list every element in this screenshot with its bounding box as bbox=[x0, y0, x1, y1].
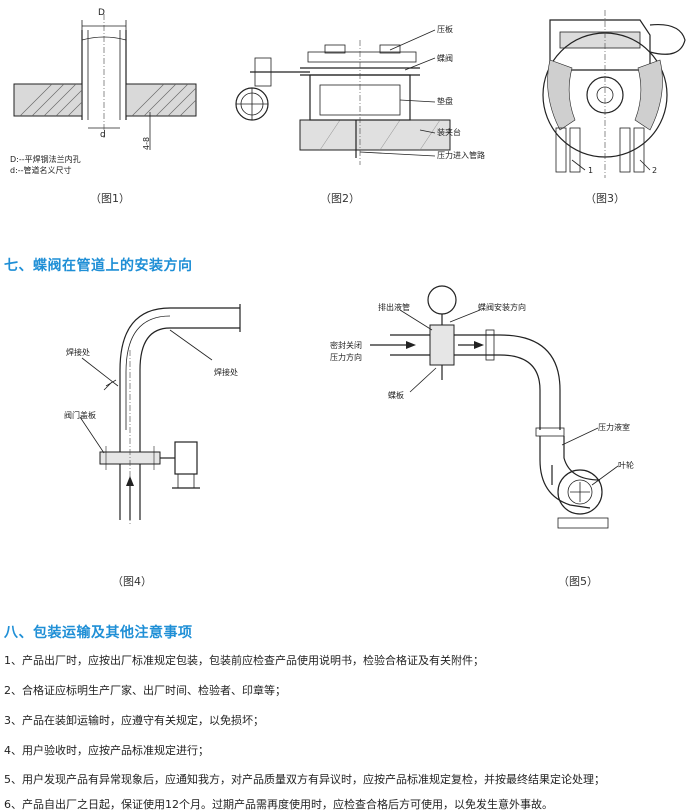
figure-4-caption: （图4） bbox=[112, 575, 152, 588]
fig3-num-2: 2 bbox=[652, 166, 658, 175]
fig4-label-weld-left: 焊接处 bbox=[66, 348, 90, 357]
fig2-label-plate: 压板 bbox=[437, 25, 453, 34]
figure-3-caption: （图3） bbox=[585, 192, 625, 205]
section-8-item-1: 1、产品出厂时，应按出厂标准规定包装，包装前应检查产品使用说明书，检验合格证及有… bbox=[4, 654, 484, 667]
section-8-item-6: 6、产品自出厂之日起，保证使用12个月。过期产品需再度使用时，应检查合格后方可使… bbox=[4, 798, 553, 811]
fig1-dim-d: d bbox=[100, 130, 106, 140]
section-8-title: 八、包装运输及其他注意事项 bbox=[4, 625, 193, 641]
figure-5-caption: （图5） bbox=[558, 575, 598, 588]
figure-2-caption: （图2） bbox=[320, 192, 360, 205]
fig5-label-chamber: 压力液室 bbox=[598, 423, 630, 432]
fig2-label-clamp: 装夹台 bbox=[437, 128, 461, 137]
fig5-label-discharge: 排出液管 bbox=[378, 303, 410, 312]
fig2-label-gasket: 垫盘 bbox=[437, 97, 453, 106]
fig5-label-impeller: 叶轮 bbox=[618, 461, 634, 470]
fig1-legend-d: d:--管道名义尺寸 bbox=[10, 166, 72, 175]
section-8-item-2: 2、合格证应标明生产厂家、出厂时间、检验者、印章等； bbox=[4, 684, 286, 697]
fig5-label-disc: 蝶板 bbox=[388, 391, 404, 400]
figure-1-drawing bbox=[13, 14, 197, 150]
figure-3-drawing bbox=[542, 10, 686, 178]
figure-2-drawing bbox=[235, 29, 451, 165]
section-8-item-5: 5、用户发现产品有异常现象后，应通知我方，对产品质量双方有异议时，应按产品标准规… bbox=[4, 773, 605, 786]
figure-1-caption: （图1） bbox=[90, 192, 130, 205]
fig2-label-valve: 蝶阀 bbox=[437, 54, 453, 63]
figure-4-drawing bbox=[79, 304, 241, 525]
fig5-label-direction: 蝶阀安装方向 bbox=[478, 303, 526, 312]
fig1-dim-D: D bbox=[98, 8, 105, 18]
fig3-num-1: 1 bbox=[588, 166, 594, 175]
section-8-item-4: 4、用户验收时，应按产品标准规定进行； bbox=[4, 744, 209, 757]
fig5-label-pressure-dir: 压力方向 bbox=[330, 353, 362, 362]
fig4-label-weld-right: 焊接处 bbox=[214, 368, 238, 377]
fig5-label-seal: 密封关闭 bbox=[330, 341, 362, 350]
section-8-item-3: 3、产品在装卸运输时，应遵守有关规定，以免损坏； bbox=[4, 714, 264, 727]
fig2-label-inlet: 压力进入管路 bbox=[437, 151, 485, 160]
fig1-dim-4-8: 4-8 bbox=[142, 136, 151, 150]
figure-5-drawing bbox=[370, 285, 619, 529]
fig4-label-cover: 阀门盖板 bbox=[64, 411, 96, 420]
fig1-legend-D: D:--平焊钢法兰内孔 bbox=[10, 155, 81, 164]
section-7-title: 七、蝶阀在管道上的安装方向 bbox=[4, 258, 193, 274]
